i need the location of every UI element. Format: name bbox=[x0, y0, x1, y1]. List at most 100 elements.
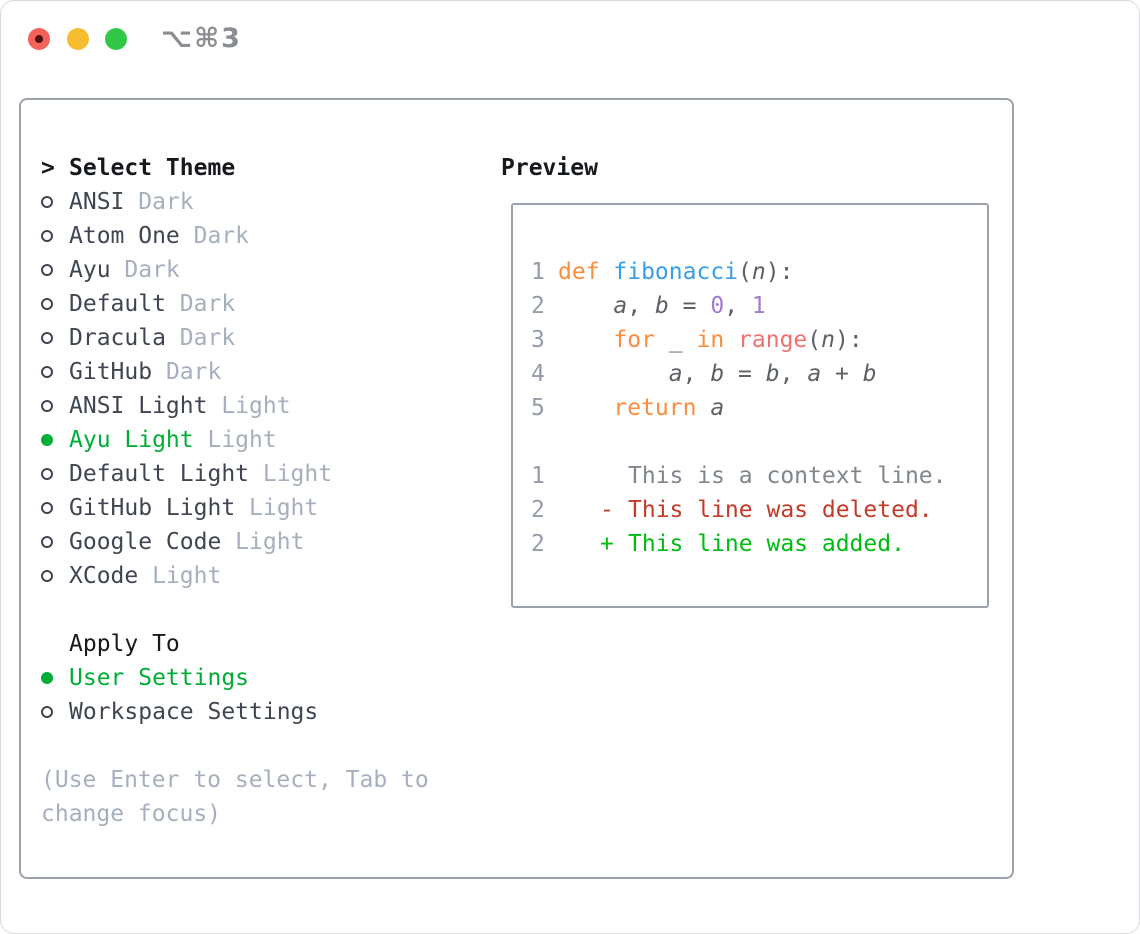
diff-marker: - bbox=[600, 497, 614, 523]
theme-option[interactable]: Default Light Light bbox=[41, 457, 491, 491]
minimize-button[interactable] bbox=[67, 28, 89, 50]
theme-variant: Light bbox=[221, 529, 305, 555]
theme-picker-header: > Select Theme bbox=[41, 151, 491, 185]
radio-cell bbox=[41, 287, 69, 321]
radio-cell bbox=[41, 661, 69, 695]
line-number: 3 bbox=[531, 327, 545, 353]
title-bar: ⌥⌘3 bbox=[1, 1, 1139, 77]
code-token bbox=[558, 357, 669, 391]
radio-cell bbox=[41, 389, 69, 423]
code-token: a bbox=[807, 361, 822, 387]
theme-option[interactable]: Ayu Light Light bbox=[41, 423, 491, 457]
code-token bbox=[558, 391, 613, 425]
code-token bbox=[558, 289, 613, 323]
theme-option[interactable]: Google Code Light bbox=[41, 525, 491, 559]
theme-option[interactable]: Ayu Dark bbox=[41, 253, 491, 287]
diff-marker bbox=[600, 459, 628, 493]
theme-variant: Light bbox=[193, 427, 277, 453]
radio-icon bbox=[41, 468, 53, 480]
code-token: _ bbox=[654, 327, 697, 353]
apply-to-option[interactable]: Workspace Settings bbox=[41, 695, 491, 729]
line-number: 2 bbox=[531, 497, 545, 523]
theme-name: Default bbox=[69, 291, 166, 317]
line-number: 5 bbox=[531, 395, 545, 421]
theme-option[interactable]: Dracula Dark bbox=[41, 321, 491, 355]
theme-name: ANSI Light bbox=[69, 393, 208, 419]
code-token: range bbox=[738, 327, 808, 353]
code-token: , bbox=[627, 293, 655, 319]
apply-to-indent bbox=[41, 627, 69, 661]
apply-to-header-row: Apply To bbox=[41, 627, 491, 661]
theme-option[interactable]: Atom One Dark bbox=[41, 219, 491, 253]
radio-cell bbox=[41, 491, 69, 525]
code-token: 1 bbox=[751, 293, 766, 319]
radio-cell bbox=[41, 525, 69, 559]
radio-icon bbox=[41, 264, 53, 276]
code-line: 2 a, b = 0, 1 bbox=[531, 289, 947, 323]
diff-line: 2+This line was added. bbox=[531, 527, 947, 561]
code-line: 3 for _ in range(n): bbox=[531, 323, 947, 357]
radio-icon bbox=[41, 400, 53, 412]
radio-icon bbox=[41, 366, 53, 378]
theme-variant: Light bbox=[138, 563, 222, 589]
apply-option-label: Workspace Settings bbox=[69, 699, 319, 725]
radio-icon bbox=[41, 230, 53, 242]
radio-icon bbox=[41, 536, 53, 548]
theme-option[interactable]: ANSI Dark bbox=[41, 185, 491, 219]
radio-cell bbox=[41, 321, 69, 355]
radio-cell bbox=[41, 457, 69, 491]
radio-icon bbox=[41, 570, 53, 582]
close-button[interactable] bbox=[28, 28, 50, 50]
code-token bbox=[696, 391, 710, 425]
code-token: return bbox=[613, 395, 697, 421]
radio-cell bbox=[41, 355, 69, 389]
theme-name: Atom One bbox=[69, 223, 180, 249]
radio-icon bbox=[41, 706, 53, 718]
theme-name: ANSI bbox=[69, 189, 125, 215]
code-token: 0 bbox=[710, 293, 725, 319]
theme-name: GitHub bbox=[69, 359, 153, 385]
help-line-1: (Use Enter to select, Tab to bbox=[41, 767, 429, 793]
code-token: n bbox=[821, 327, 836, 353]
theme-option[interactable]: Default Dark bbox=[41, 287, 491, 321]
code-token: a bbox=[710, 395, 725, 421]
line-number: 4 bbox=[531, 361, 545, 387]
radio-icon bbox=[41, 196, 53, 208]
apply-to-title: Apply To bbox=[69, 631, 180, 657]
theme-variant: Light bbox=[207, 393, 291, 419]
code-token bbox=[724, 323, 738, 357]
theme-name: Ayu Light bbox=[69, 427, 194, 453]
radio-icon bbox=[41, 298, 53, 310]
code-token: + bbox=[821, 361, 863, 387]
theme-variant: Dark bbox=[124, 189, 194, 215]
theme-name: Ayu bbox=[69, 257, 111, 283]
code-token: b bbox=[654, 293, 669, 319]
theme-option[interactable]: GitHub Light Light bbox=[41, 491, 491, 525]
theme-name: XCode bbox=[69, 563, 139, 589]
theme-picker-title: Select Theme bbox=[69, 155, 236, 181]
diff-line: 2-This line was deleted. bbox=[531, 493, 947, 527]
zoom-button[interactable] bbox=[105, 28, 127, 50]
code-token: for bbox=[613, 327, 655, 353]
radio-cell bbox=[41, 695, 69, 729]
line-number: 2 bbox=[531, 531, 545, 557]
theme-option[interactable]: ANSI Light Light bbox=[41, 389, 491, 423]
line-number: 1 bbox=[531, 463, 545, 489]
code-token: ): bbox=[835, 327, 863, 353]
radio-cell bbox=[41, 185, 69, 219]
theme-option[interactable]: XCode Light bbox=[41, 559, 491, 593]
apply-to-option[interactable]: User Settings bbox=[41, 661, 491, 695]
radio-icon bbox=[41, 502, 53, 514]
code-token: ( bbox=[738, 259, 752, 285]
theme-variant: Dark bbox=[110, 257, 180, 283]
theme-option[interactable]: GitHub Dark bbox=[41, 355, 491, 389]
code-line: 4 a, b = b, a + b bbox=[531, 357, 947, 391]
apply-option-label: User Settings bbox=[69, 665, 250, 691]
